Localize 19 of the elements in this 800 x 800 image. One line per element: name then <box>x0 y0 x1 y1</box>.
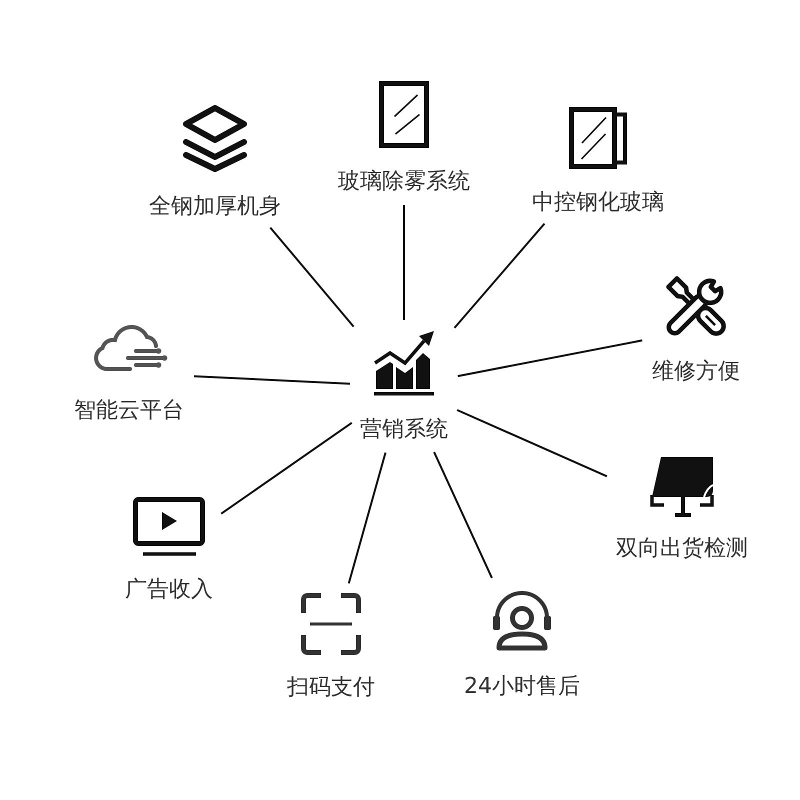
connector-line <box>270 226 354 328</box>
connector-line <box>456 409 608 478</box>
connector-line <box>433 452 493 578</box>
connector-line <box>458 339 642 378</box>
connector-line <box>194 375 350 385</box>
node-label: 广告收入 <box>125 577 213 603</box>
node-label: 双向出货检测 <box>616 536 748 562</box>
node-label: 24小时售后 <box>464 674 580 700</box>
node-label: 玻璃除雾系统 <box>338 169 470 195</box>
connector-line <box>403 205 405 320</box>
node-label: 扫码支付 <box>287 675 375 701</box>
node-label: 全钢加厚机身 <box>149 194 281 220</box>
node-label: 营销系统 <box>360 417 448 443</box>
connector-line <box>454 222 546 329</box>
connector-line <box>220 422 352 515</box>
node-label: 智能云平台 <box>74 398 184 424</box>
node-label: 维修方便 <box>652 359 740 385</box>
connector-line <box>348 452 386 584</box>
node-label: 中控钢化玻璃 <box>532 190 664 216</box>
